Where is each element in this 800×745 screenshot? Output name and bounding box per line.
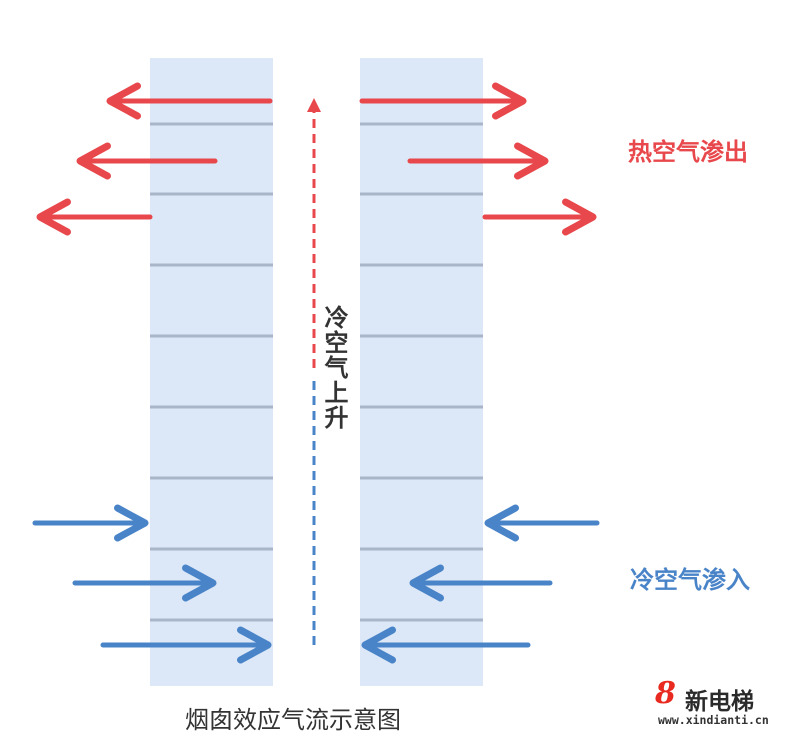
watermark-url: www.xindianti.cn [658,713,769,727]
cold-air-label: 冷空气渗入 [630,566,750,594]
rising-air-arrowhead [307,98,321,112]
hot-air-label: 热空气渗出 [628,138,748,166]
left-wall [150,58,273,686]
floor-lines [150,122,483,622]
diagram-caption: 烟囱效应气流示意图 [185,706,401,734]
watermark-logo-icon: 8 [655,676,676,711]
right-wall [360,58,483,686]
watermark-name: 新电梯 [685,689,754,715]
cold-air-rise-label: 冷空气上升 [320,305,348,430]
